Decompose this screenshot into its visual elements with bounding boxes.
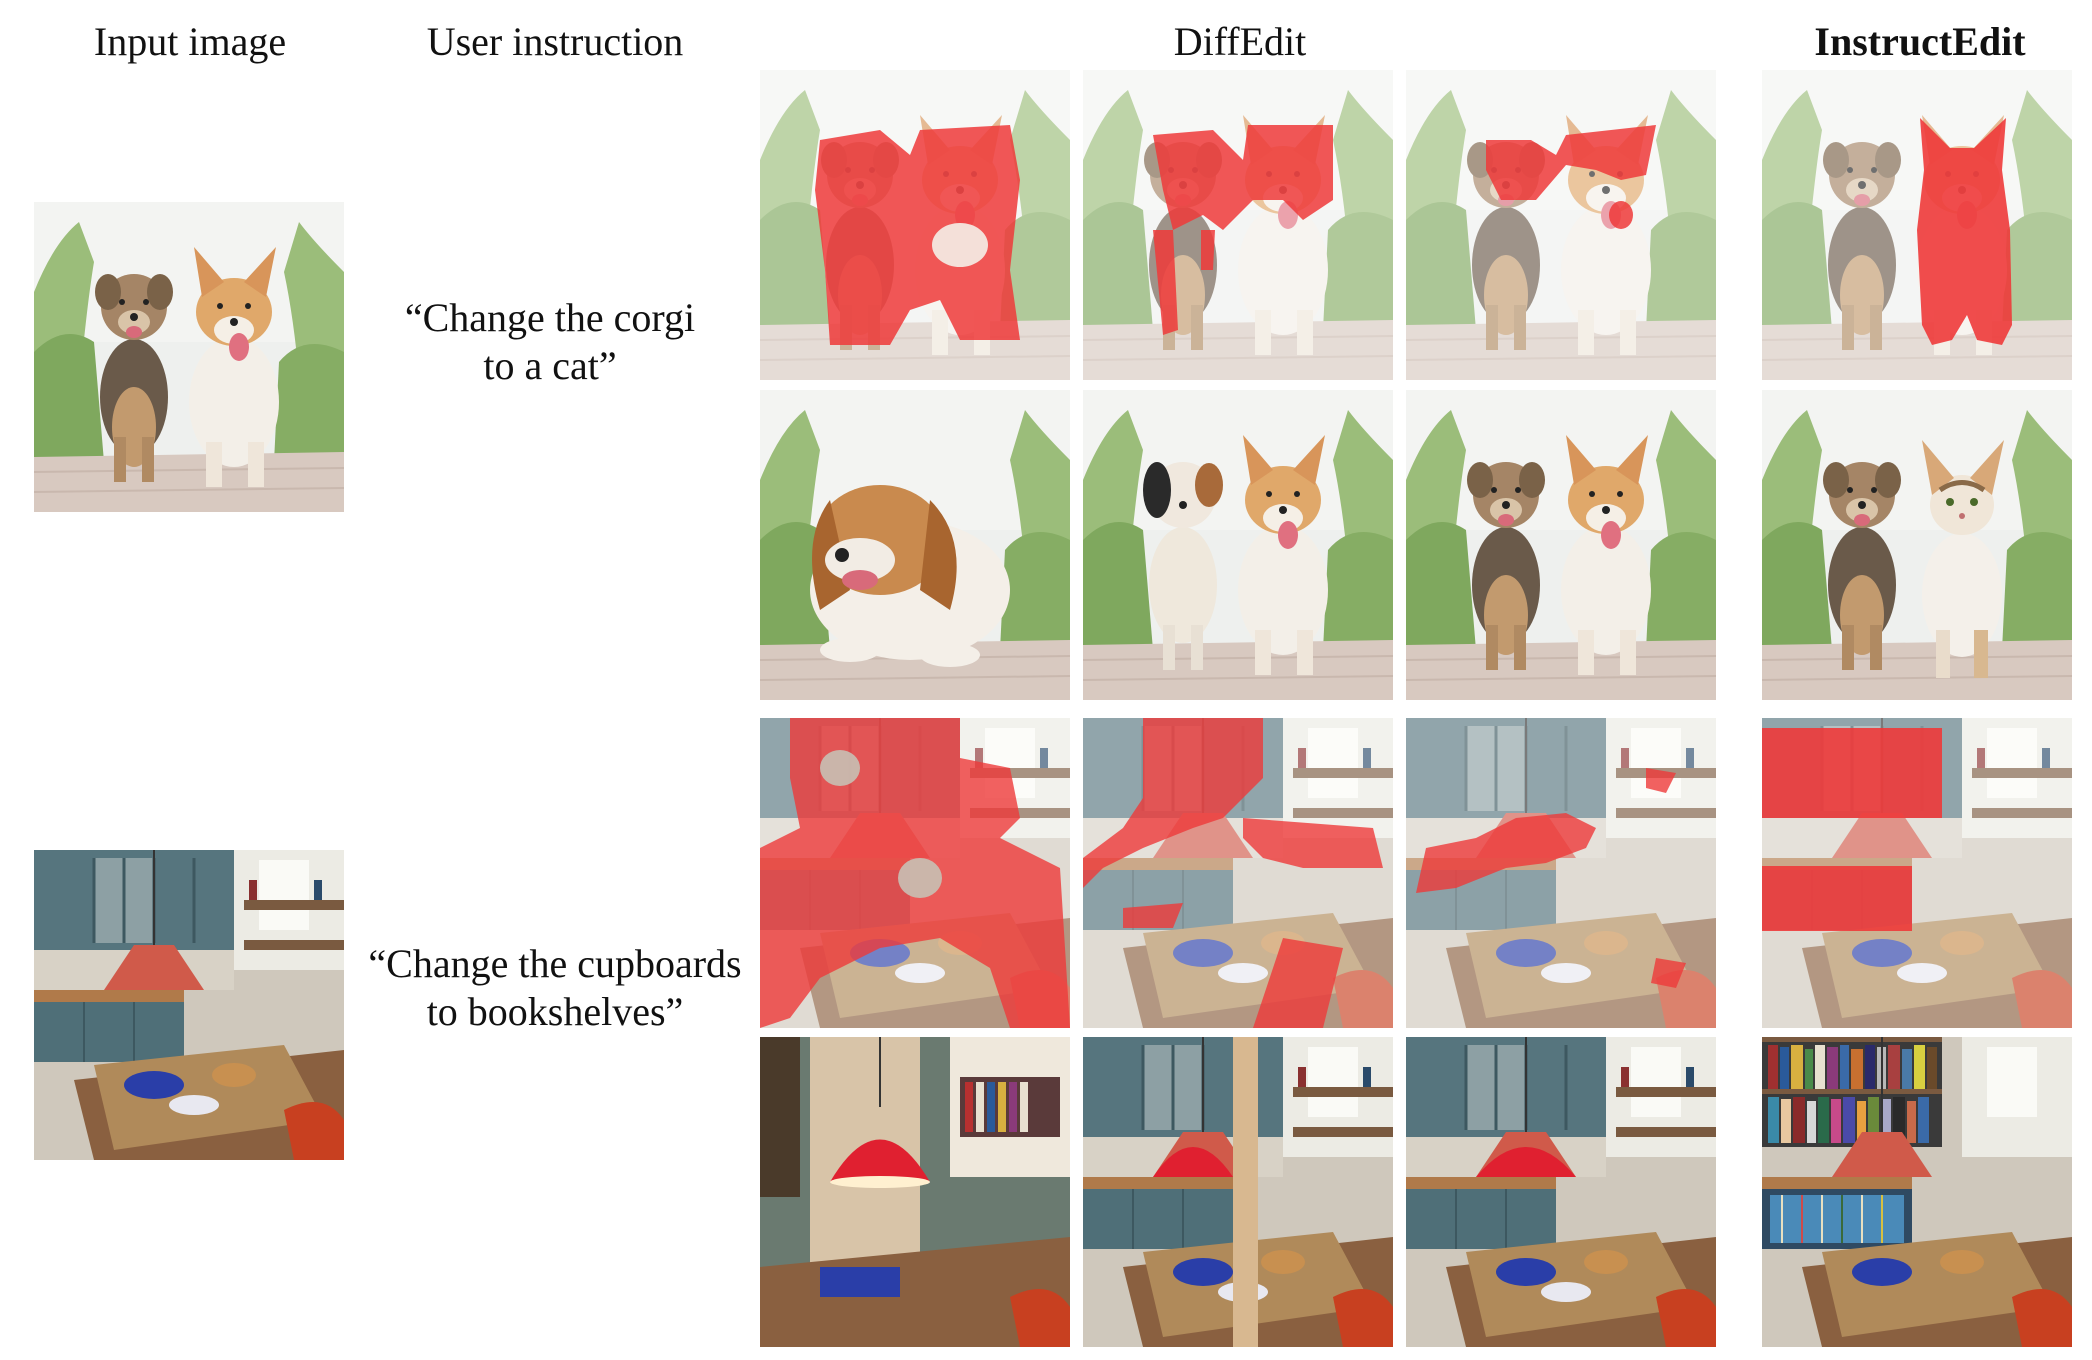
instructedit-mask-cupboards: [1762, 718, 2072, 1028]
instructedit-result-cat: [1762, 390, 2072, 700]
diffedit-mask-3: [1406, 70, 1716, 380]
diffedit-result-1: [760, 390, 1070, 700]
instruction-cupboards: “Change the cupboards to bookshelves”: [345, 940, 765, 1036]
diffedit-result-kitchen-3: [1406, 1037, 1716, 1347]
instruction-corgi-line1: “Change the corgi: [404, 295, 696, 340]
instruction-cupboards-line2: to bookshelves”: [426, 989, 684, 1034]
instructedit-mask-corgi: [1762, 70, 2072, 380]
instruction-corgi: “Change the corgi to a cat”: [360, 294, 740, 390]
header-diffedit: DiffEdit: [1173, 19, 1307, 64]
input-image-kitchen: [34, 850, 344, 1160]
diffedit-result-kitchen-2: [1083, 1037, 1393, 1347]
instruction-corgi-line2: to a cat”: [483, 343, 617, 388]
header-user-instruction: User instruction: [426, 19, 684, 64]
diffedit-mask-kitchen-3: [1406, 718, 1716, 1028]
instructedit-result-bookshelves: [1762, 1037, 2072, 1347]
diffedit-result-2: [1083, 390, 1393, 700]
header-input-image: Input image: [93, 19, 287, 64]
input-image-dogs: [34, 202, 344, 512]
diffedit-mask-kitchen-1: [760, 718, 1070, 1028]
header-instructedit: InstructEdit: [1814, 19, 2026, 64]
diffedit-mask-1: [760, 70, 1070, 380]
instruction-cupboards-line1: “Change the cupboards: [368, 941, 742, 986]
diffedit-mask-kitchen-2: [1083, 718, 1393, 1028]
diffedit-result-3: [1406, 390, 1716, 700]
diffedit-mask-2: [1083, 70, 1393, 380]
diffedit-result-kitchen-1: [760, 1037, 1070, 1347]
